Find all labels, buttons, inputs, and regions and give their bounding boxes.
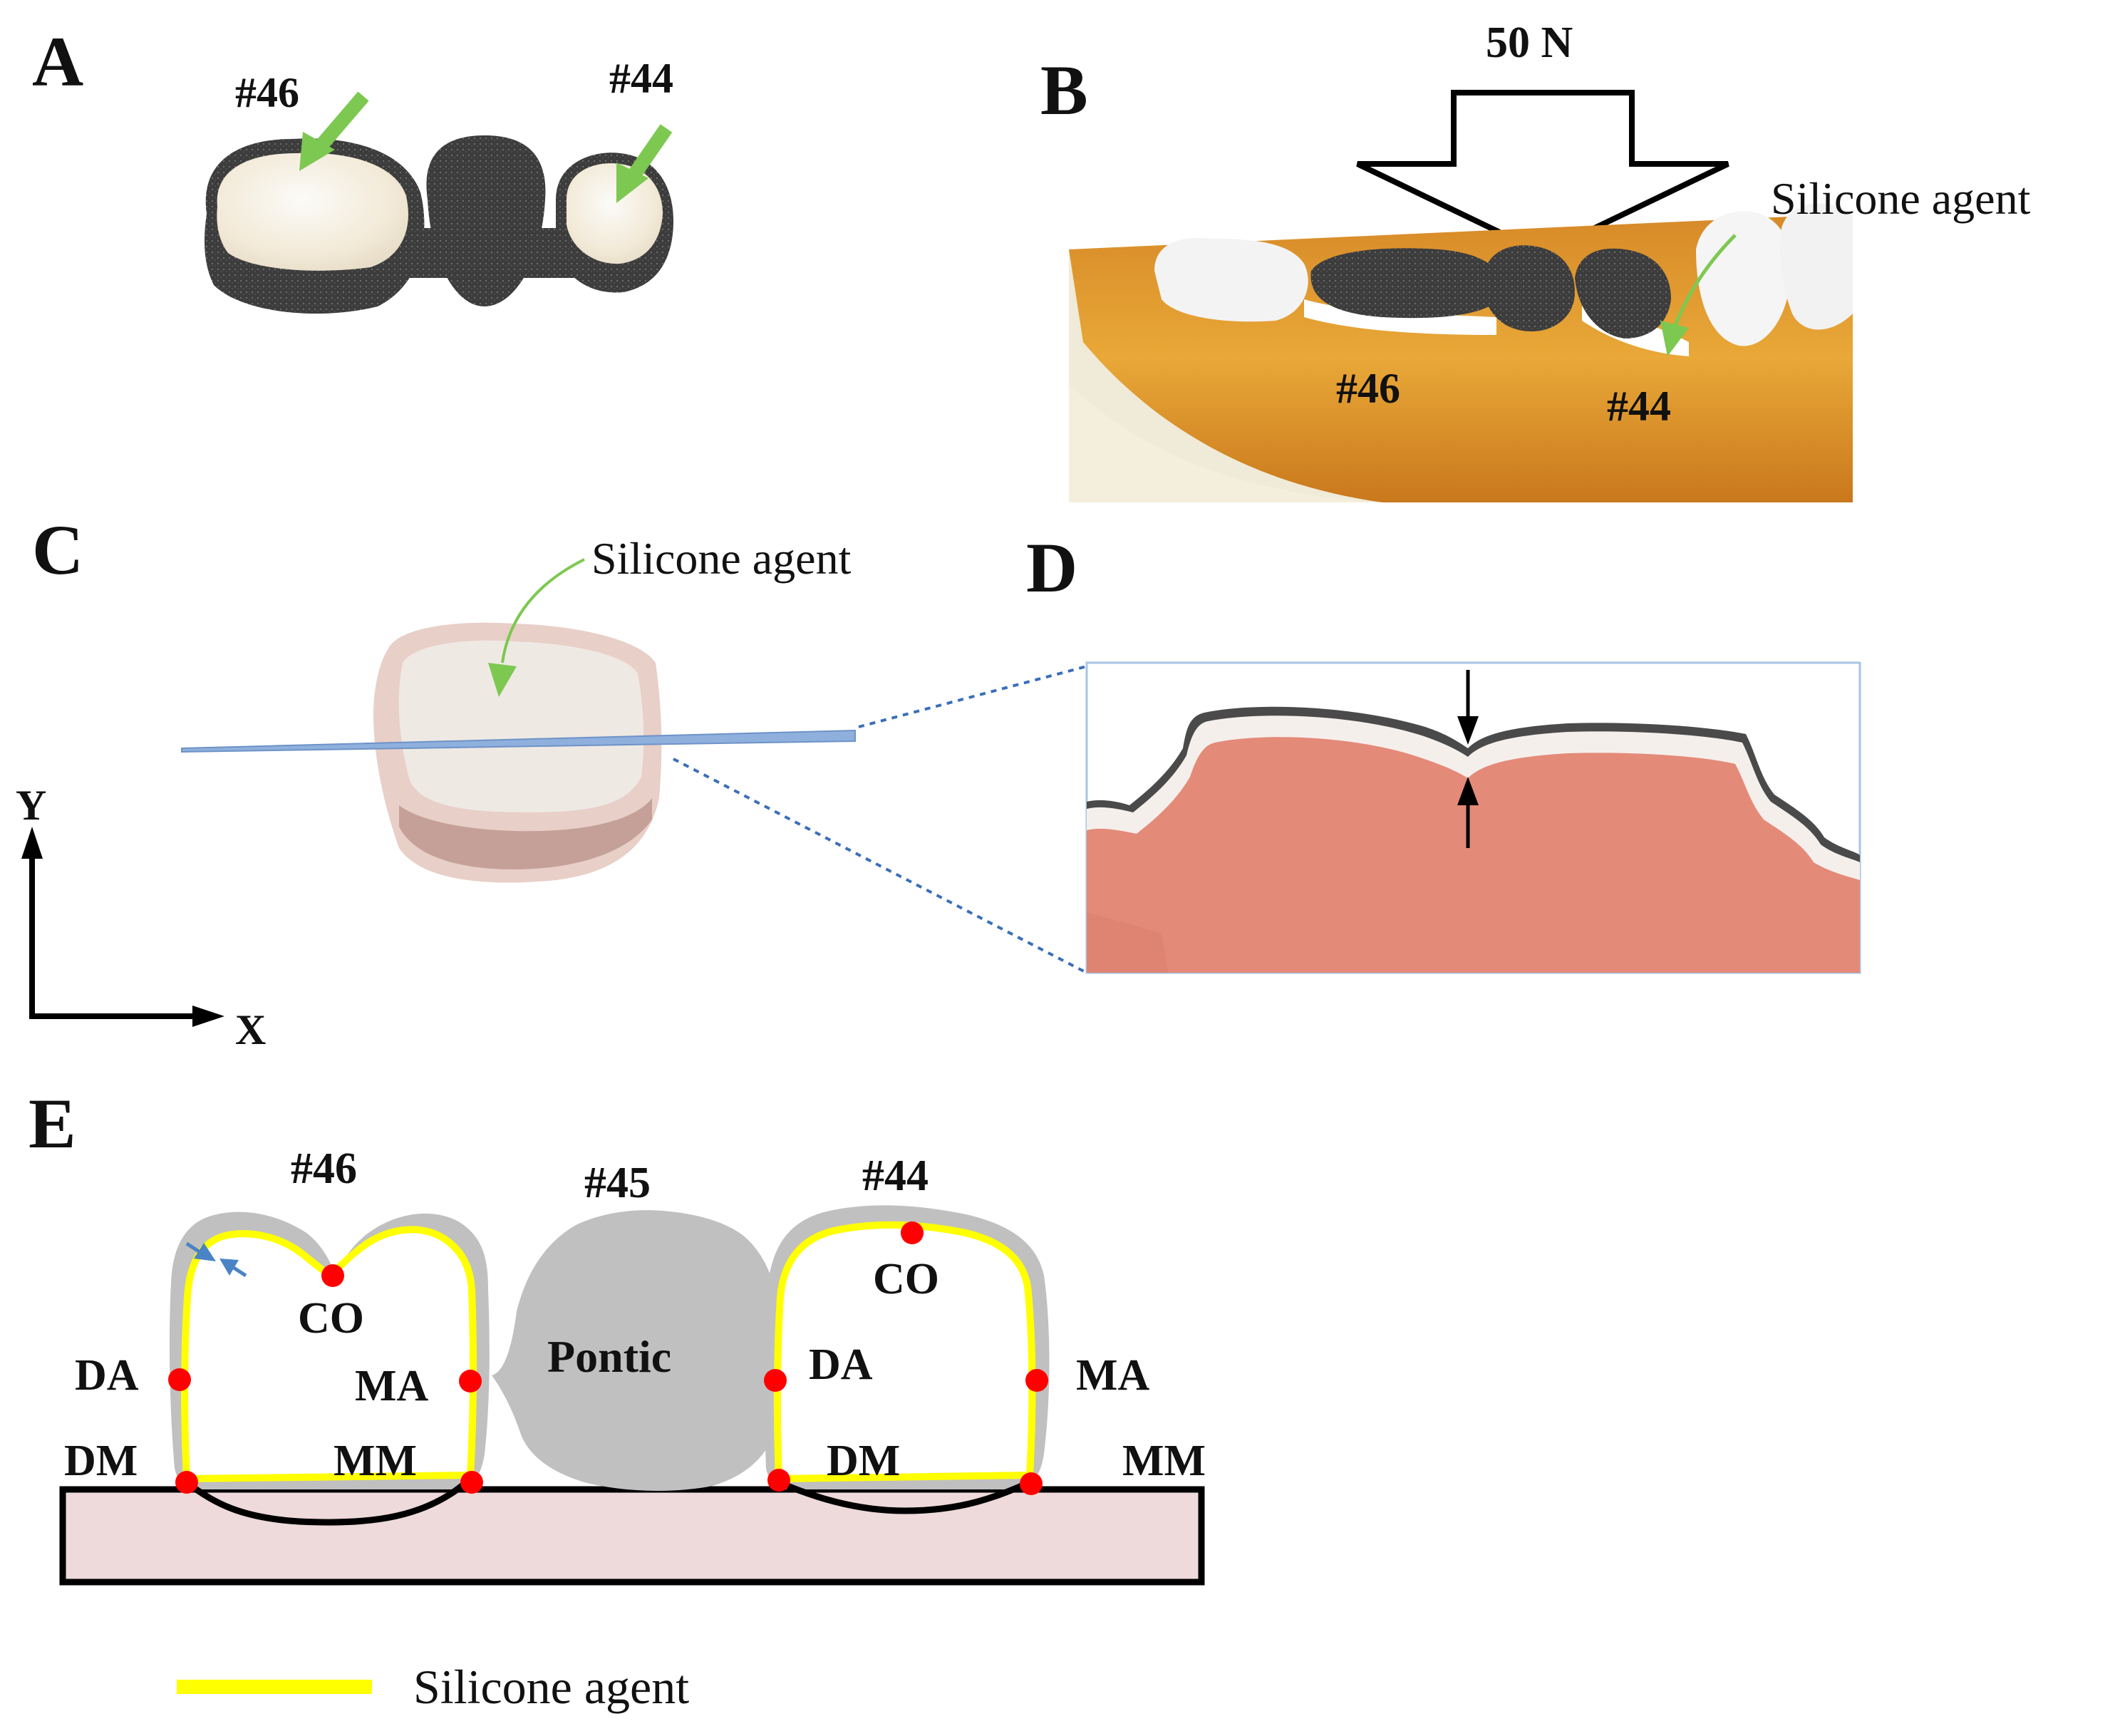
pontic-shape: [492, 1210, 805, 1491]
point-co-46: [321, 1264, 344, 1287]
panel-b-label: B: [1040, 51, 1088, 130]
tooth-45-label-e: #45: [584, 1159, 651, 1207]
cutting-plane: [181, 729, 856, 753]
panel-a: A #46 #44: [32, 22, 673, 314]
axes-xy: [21, 827, 224, 1027]
co-label-46: CO: [298, 1294, 364, 1343]
dm-label-44: DM: [827, 1437, 900, 1485]
section-photo: [1087, 706, 1860, 973]
thickness-arrows-e: [185, 1241, 247, 1278]
point-mm-46: [460, 1471, 483, 1494]
margin-curve-46: [185, 1476, 473, 1526]
model-base: [59, 1486, 1205, 1586]
point-dm-46: [175, 1471, 198, 1494]
ma-label-46: MA: [355, 1362, 429, 1410]
force-arrow: [1356, 90, 1729, 257]
point-dm-44: [767, 1469, 790, 1492]
panel-b: B 50 N #46 #44 Silicone agent: [1040, 19, 2031, 502]
panel-a-label: A: [32, 22, 83, 101]
panel-e-label: E: [29, 1084, 76, 1163]
dm-label-46: DM: [64, 1437, 138, 1485]
legend-label-silicone: Silicone agent: [413, 1660, 689, 1714]
silicone-pointer-b: [1660, 234, 1737, 356]
point-mm-44: [1020, 1472, 1043, 1495]
da-label-46: DA: [75, 1351, 139, 1400]
axis-y-label: Y: [16, 782, 46, 829]
panel-d: D: [673, 528, 1861, 974]
green-arrow-46: [299, 91, 369, 171]
silicone-annotation-c: Silicone agent: [591, 533, 852, 584]
zoom-line-top: [858, 665, 1087, 728]
panel-c-label: C: [32, 510, 83, 589]
axis-x-label: X: [235, 1006, 266, 1053]
point-da-46: [168, 1368, 191, 1391]
green-arrow-44: [616, 124, 673, 203]
ma-label-44: MA: [1076, 1351, 1150, 1400]
point-co-44: [901, 1221, 924, 1244]
silicone-annotation-b: Silicone agent: [1771, 173, 2031, 224]
crown-photo-c: [373, 622, 662, 883]
jaw-model-photo: [1069, 203, 1853, 502]
mm-label-46: MM: [333, 1437, 417, 1485]
pontic-label: Pontic: [547, 1331, 671, 1382]
silicone-pointer-c: [488, 558, 585, 697]
panel-c: C Silicone agent Y X: [16, 510, 856, 1053]
zoom-line-bottom: [673, 758, 1087, 974]
point-ma-46: [459, 1370, 482, 1393]
force-label: 50 N: [1486, 19, 1573, 67]
tooth-44-label-e: #44: [862, 1152, 929, 1200]
tooth-46-label-a: #46: [235, 69, 299, 116]
co-label-44: CO: [873, 1255, 939, 1303]
da-label-44: DA: [809, 1340, 873, 1389]
legend: Silicone agent: [177, 1660, 689, 1714]
margin-curve-44: [777, 1479, 1031, 1514]
point-da-44: [764, 1369, 787, 1392]
mm-label-44: MM: [1122, 1437, 1206, 1485]
tooth-46-label-b: #46: [1336, 365, 1400, 412]
panel-d-label: D: [1026, 528, 1077, 607]
panel-e: E #46 #45: [29, 1084, 1206, 1714]
tooth-44-label-b: #44: [1607, 383, 1671, 430]
tooth-44-label-a: #44: [609, 55, 673, 102]
point-ma-44: [1025, 1369, 1048, 1392]
bridge-photo-a: [205, 135, 673, 314]
thickness-arrows: [1457, 670, 1479, 848]
tooth-46-label-e: #46: [291, 1145, 357, 1193]
